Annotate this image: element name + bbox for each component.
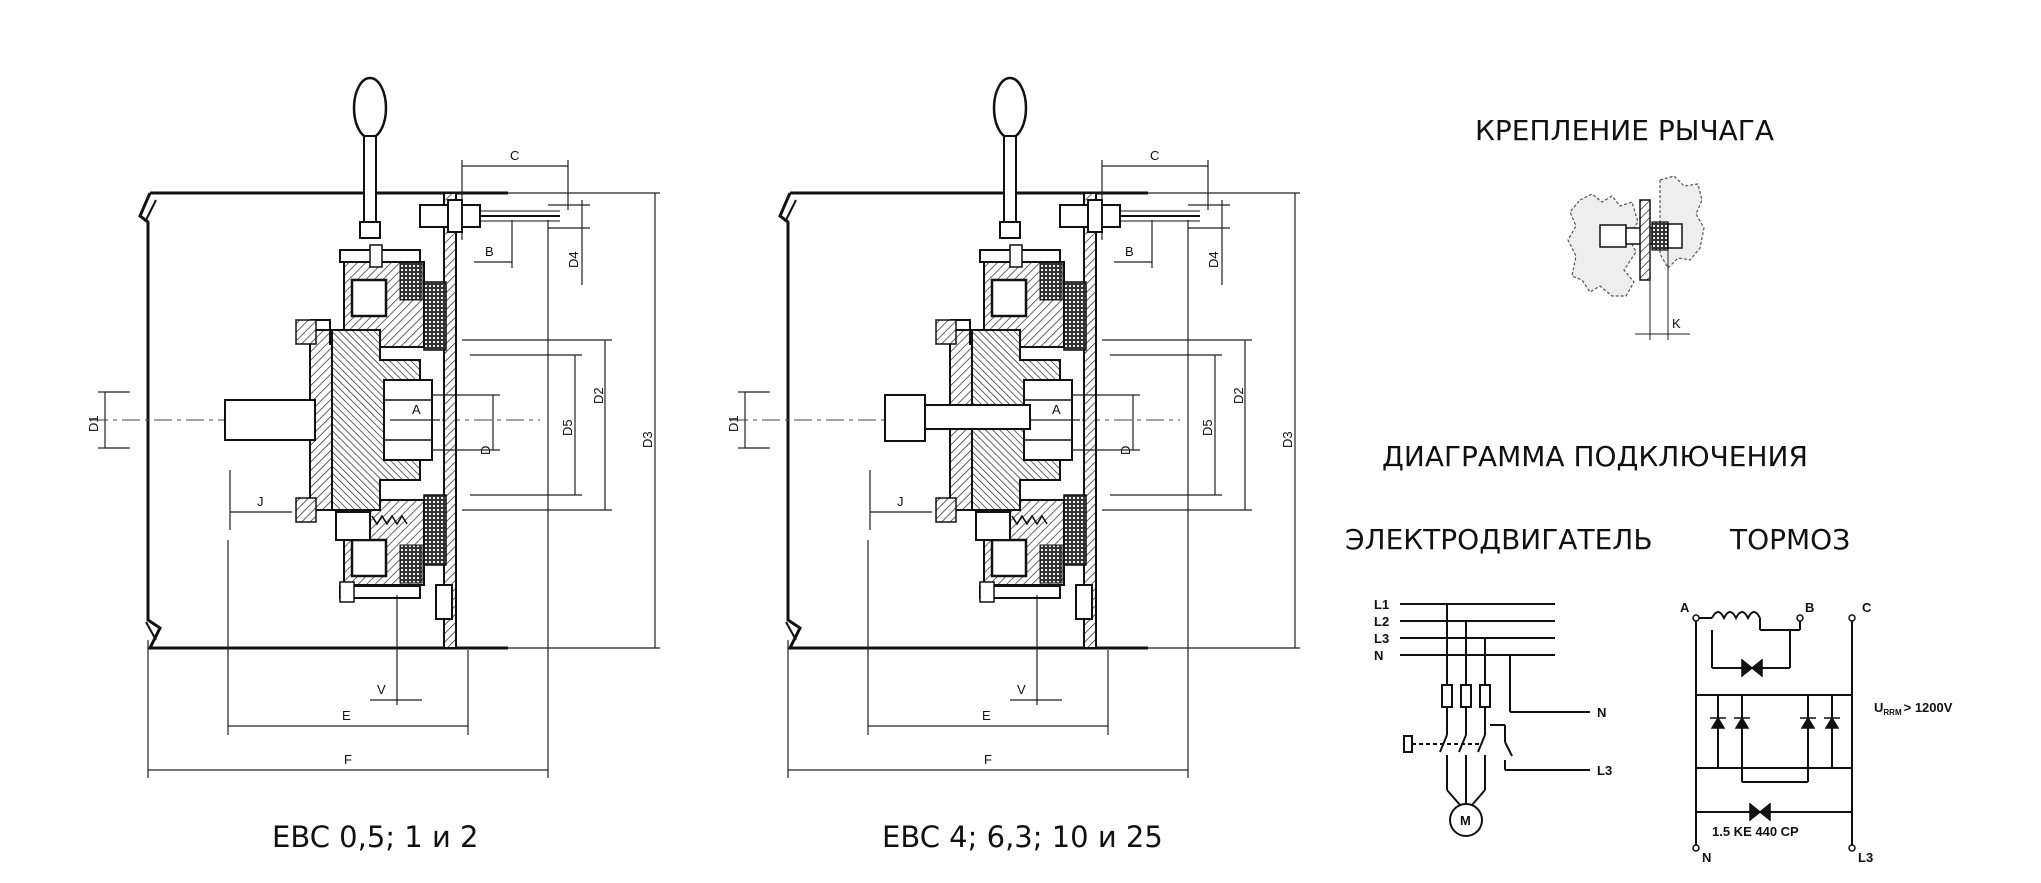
svg-text:V: V [1017,682,1026,697]
svg-text:K: K [1672,316,1681,331]
svg-text:D2: D2 [591,387,606,404]
svg-text:J: J [897,494,904,509]
svg-text:D4: D4 [1206,251,1221,268]
svg-text:C: C [1150,148,1159,163]
svg-text:D: D [478,446,493,455]
svg-text:D2: D2 [1231,387,1246,404]
svg-text:D1: D1 [726,415,741,432]
svg-text:L3: L3 [1374,631,1389,646]
svg-text:B: B [1805,600,1814,615]
svg-text:E: E [342,708,351,723]
svg-text:L2: L2 [1374,614,1389,629]
brake-wiring-diagram: A B C URRM> 1200V 1.5 KE 440 CP N L3 [1680,600,1953,865]
svg-text:L1: L1 [1374,597,1389,612]
svg-text:F: F [984,752,992,767]
svg-text:B: B [1125,244,1134,259]
svg-text:L3: L3 [1858,850,1873,865]
svg-text:D3: D3 [640,431,655,448]
svg-text:1.5 KE 440 CP: 1.5 KE 440 CP [1712,824,1799,839]
svg-text:A: A [1680,600,1690,615]
caption-left-drawing: EBC 0,5; 1 и 2 [272,820,479,854]
svg-text:L3: L3 [1597,763,1612,778]
svg-text:N: N [1702,850,1711,865]
svg-text:N: N [1597,705,1606,720]
heading-wiring-diagram: ДИАГРАММА ПОДКЛЮЧЕНИЯ [1382,440,1808,473]
svg-text:D5: D5 [1200,419,1215,436]
svg-text:M: M [1460,813,1471,828]
svg-text:D4: D4 [566,251,581,268]
svg-text:A: A [412,402,421,417]
svg-text:F: F [344,752,352,767]
svg-text:C: C [510,148,519,163]
heading-brake: ТОРМОЗ [1730,523,1851,556]
dimension-labels-right: C B D4 D2 D3 D5 D D1 A J V E F [726,148,1295,767]
svg-text:N: N [1374,648,1383,663]
svg-text:D5: D5 [560,419,575,436]
svg-text:A: A [1052,402,1061,417]
heading-lever-mount: КРЕПЛЕНИЕ РЫЧАГА [1475,114,1775,147]
motor-wiring-diagram: M L1 L2 L3 N N L3 [1374,597,1612,837]
dimension-labels-left: C B D4 D2 D3 D5 D D1 A J V E F [86,148,655,767]
svg-text:E: E [982,708,991,723]
svg-text:D1: D1 [86,415,101,432]
svg-text:C: C [1862,600,1872,615]
brake-drawing-right [728,76,1302,780]
caption-right-drawing: EBC 4; 6,3; 10 и 25 [882,820,1163,854]
svg-text:URRM> 1200V: URRM> 1200V [1874,700,1953,717]
shaft-sleeve-left [224,399,316,441]
lever-mount-detail: K [1567,175,1705,340]
svg-text:B: B [485,244,494,259]
svg-text:J: J [257,494,264,509]
heading-motor: ЭЛЕКТРОДВИГАТЕЛЬ [1345,523,1653,556]
svg-text:V: V [377,682,386,697]
svg-text:D3: D3 [1280,431,1295,448]
svg-text:D: D [1118,446,1133,455]
